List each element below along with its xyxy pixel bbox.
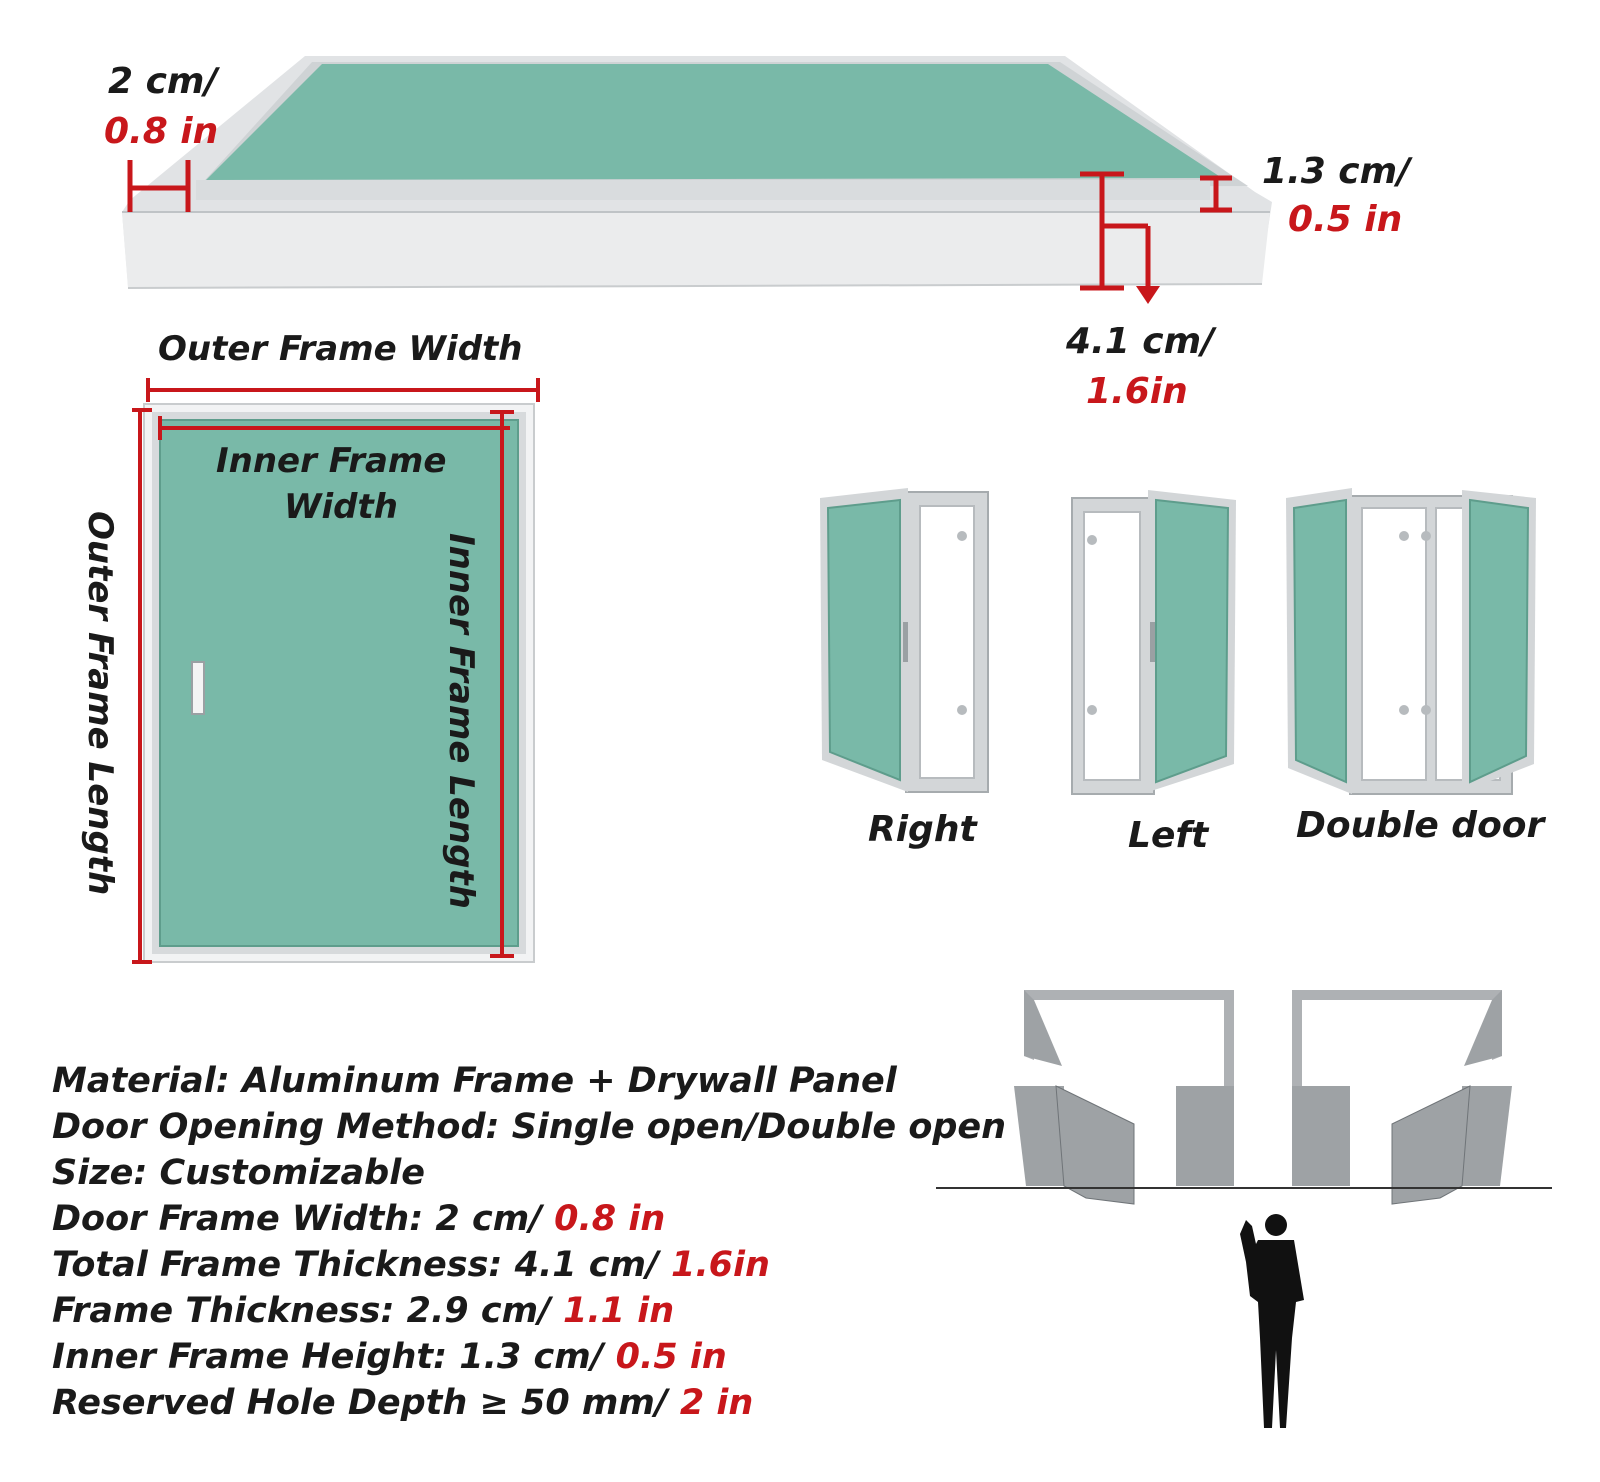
outer-frame-width-label: Outer Frame Width: [158, 329, 523, 369]
inner-frame-width-line2: Width: [284, 487, 398, 527]
spec-label: Size: Customizable: [52, 1153, 425, 1193]
caption-double-door: Double door: [1296, 805, 1545, 846]
spec-line: Total Frame Thickness: 4.1 cm/ 1.6in: [52, 1242, 1006, 1288]
panel-perspective: [122, 56, 1272, 289]
spec-label: Reserved Hole Depth ≥ 50 mm/: [52, 1383, 680, 1423]
total-thickness-in-label: 1.6in: [1086, 371, 1188, 412]
total-thickness-cm-label: 4.1 cm/: [1066, 321, 1215, 362]
inner-height-cm-label: 1.3 cm/: [1262, 151, 1411, 192]
spec-label: Material: Aluminum Frame + Drywall Panel: [52, 1061, 897, 1101]
spec-highlight: 0.8 in: [554, 1199, 666, 1239]
spec-line: Size: Customizable: [52, 1150, 1006, 1196]
spec-line: Inner Frame Height: 1.3 cm/ 0.5 in: [52, 1334, 1006, 1380]
spec-list: Material: Aluminum Frame + Drywall Panel…: [52, 1058, 1006, 1426]
spec-line: Door Frame Width: 2 cm/ 0.8 in: [52, 1196, 1006, 1242]
door-left-illustration: [1071, 490, 1236, 795]
inner-height-in-label: 0.5 in: [1288, 199, 1403, 240]
spec-label: Total Frame Thickness: 4.1 cm/: [52, 1245, 671, 1285]
dim-frame-width-marks: [127, 160, 191, 212]
dim-arrow-head: [1136, 286, 1160, 304]
dim-total-thickness-marks: [1080, 171, 1151, 291]
frame-width-in-label: 0.8 in: [104, 111, 219, 152]
front-dimension-lines: [132, 378, 540, 964]
frame-width-cm-label: 2 cm/: [108, 61, 218, 102]
person-icon: [1240, 1214, 1304, 1428]
caption-right: Right: [868, 809, 977, 850]
spec-highlight: 1.6in: [670, 1245, 770, 1285]
dim-inner-height-marks: [1200, 175, 1232, 213]
opening-illustration: [936, 990, 1552, 1205]
spec-label: Door Opening Method: Single open/Double …: [52, 1107, 1007, 1147]
spec-highlight: 0.5 in: [615, 1337, 727, 1377]
spec-label: Inner Frame Height: 1.3 cm/: [52, 1337, 616, 1377]
spec-line: Door Opening Method: Single open/Double …: [52, 1104, 1006, 1150]
caption-left: Left: [1128, 815, 1209, 856]
inner-frame-width-line1: Inner Frame: [216, 441, 447, 481]
spec-label: Frame Thickness: 2.9 cm/: [52, 1291, 564, 1331]
door-double-illustration: [1286, 488, 1536, 795]
spec-line: Material: Aluminum Frame + Drywall Panel: [52, 1058, 1006, 1104]
outer-frame-length-label: Outer Frame Length: [80, 511, 120, 896]
spec-label: Door Frame Width: 2 cm/: [52, 1199, 555, 1239]
handle-icon: [191, 661, 205, 715]
inner-frame-length-label: Inner Frame Length: [441, 533, 481, 909]
spec-line: Frame Thickness: 2.9 cm/ 1.1 in: [52, 1288, 1006, 1334]
spec-line: Reserved Hole Depth ≥ 50 mm/ 2 in: [52, 1380, 1006, 1426]
door-right-illustration: [820, 488, 989, 793]
panel-front-view: [143, 403, 535, 963]
spec-highlight: 2 in: [679, 1383, 754, 1423]
spec-highlight: 1.1 in: [563, 1291, 675, 1331]
